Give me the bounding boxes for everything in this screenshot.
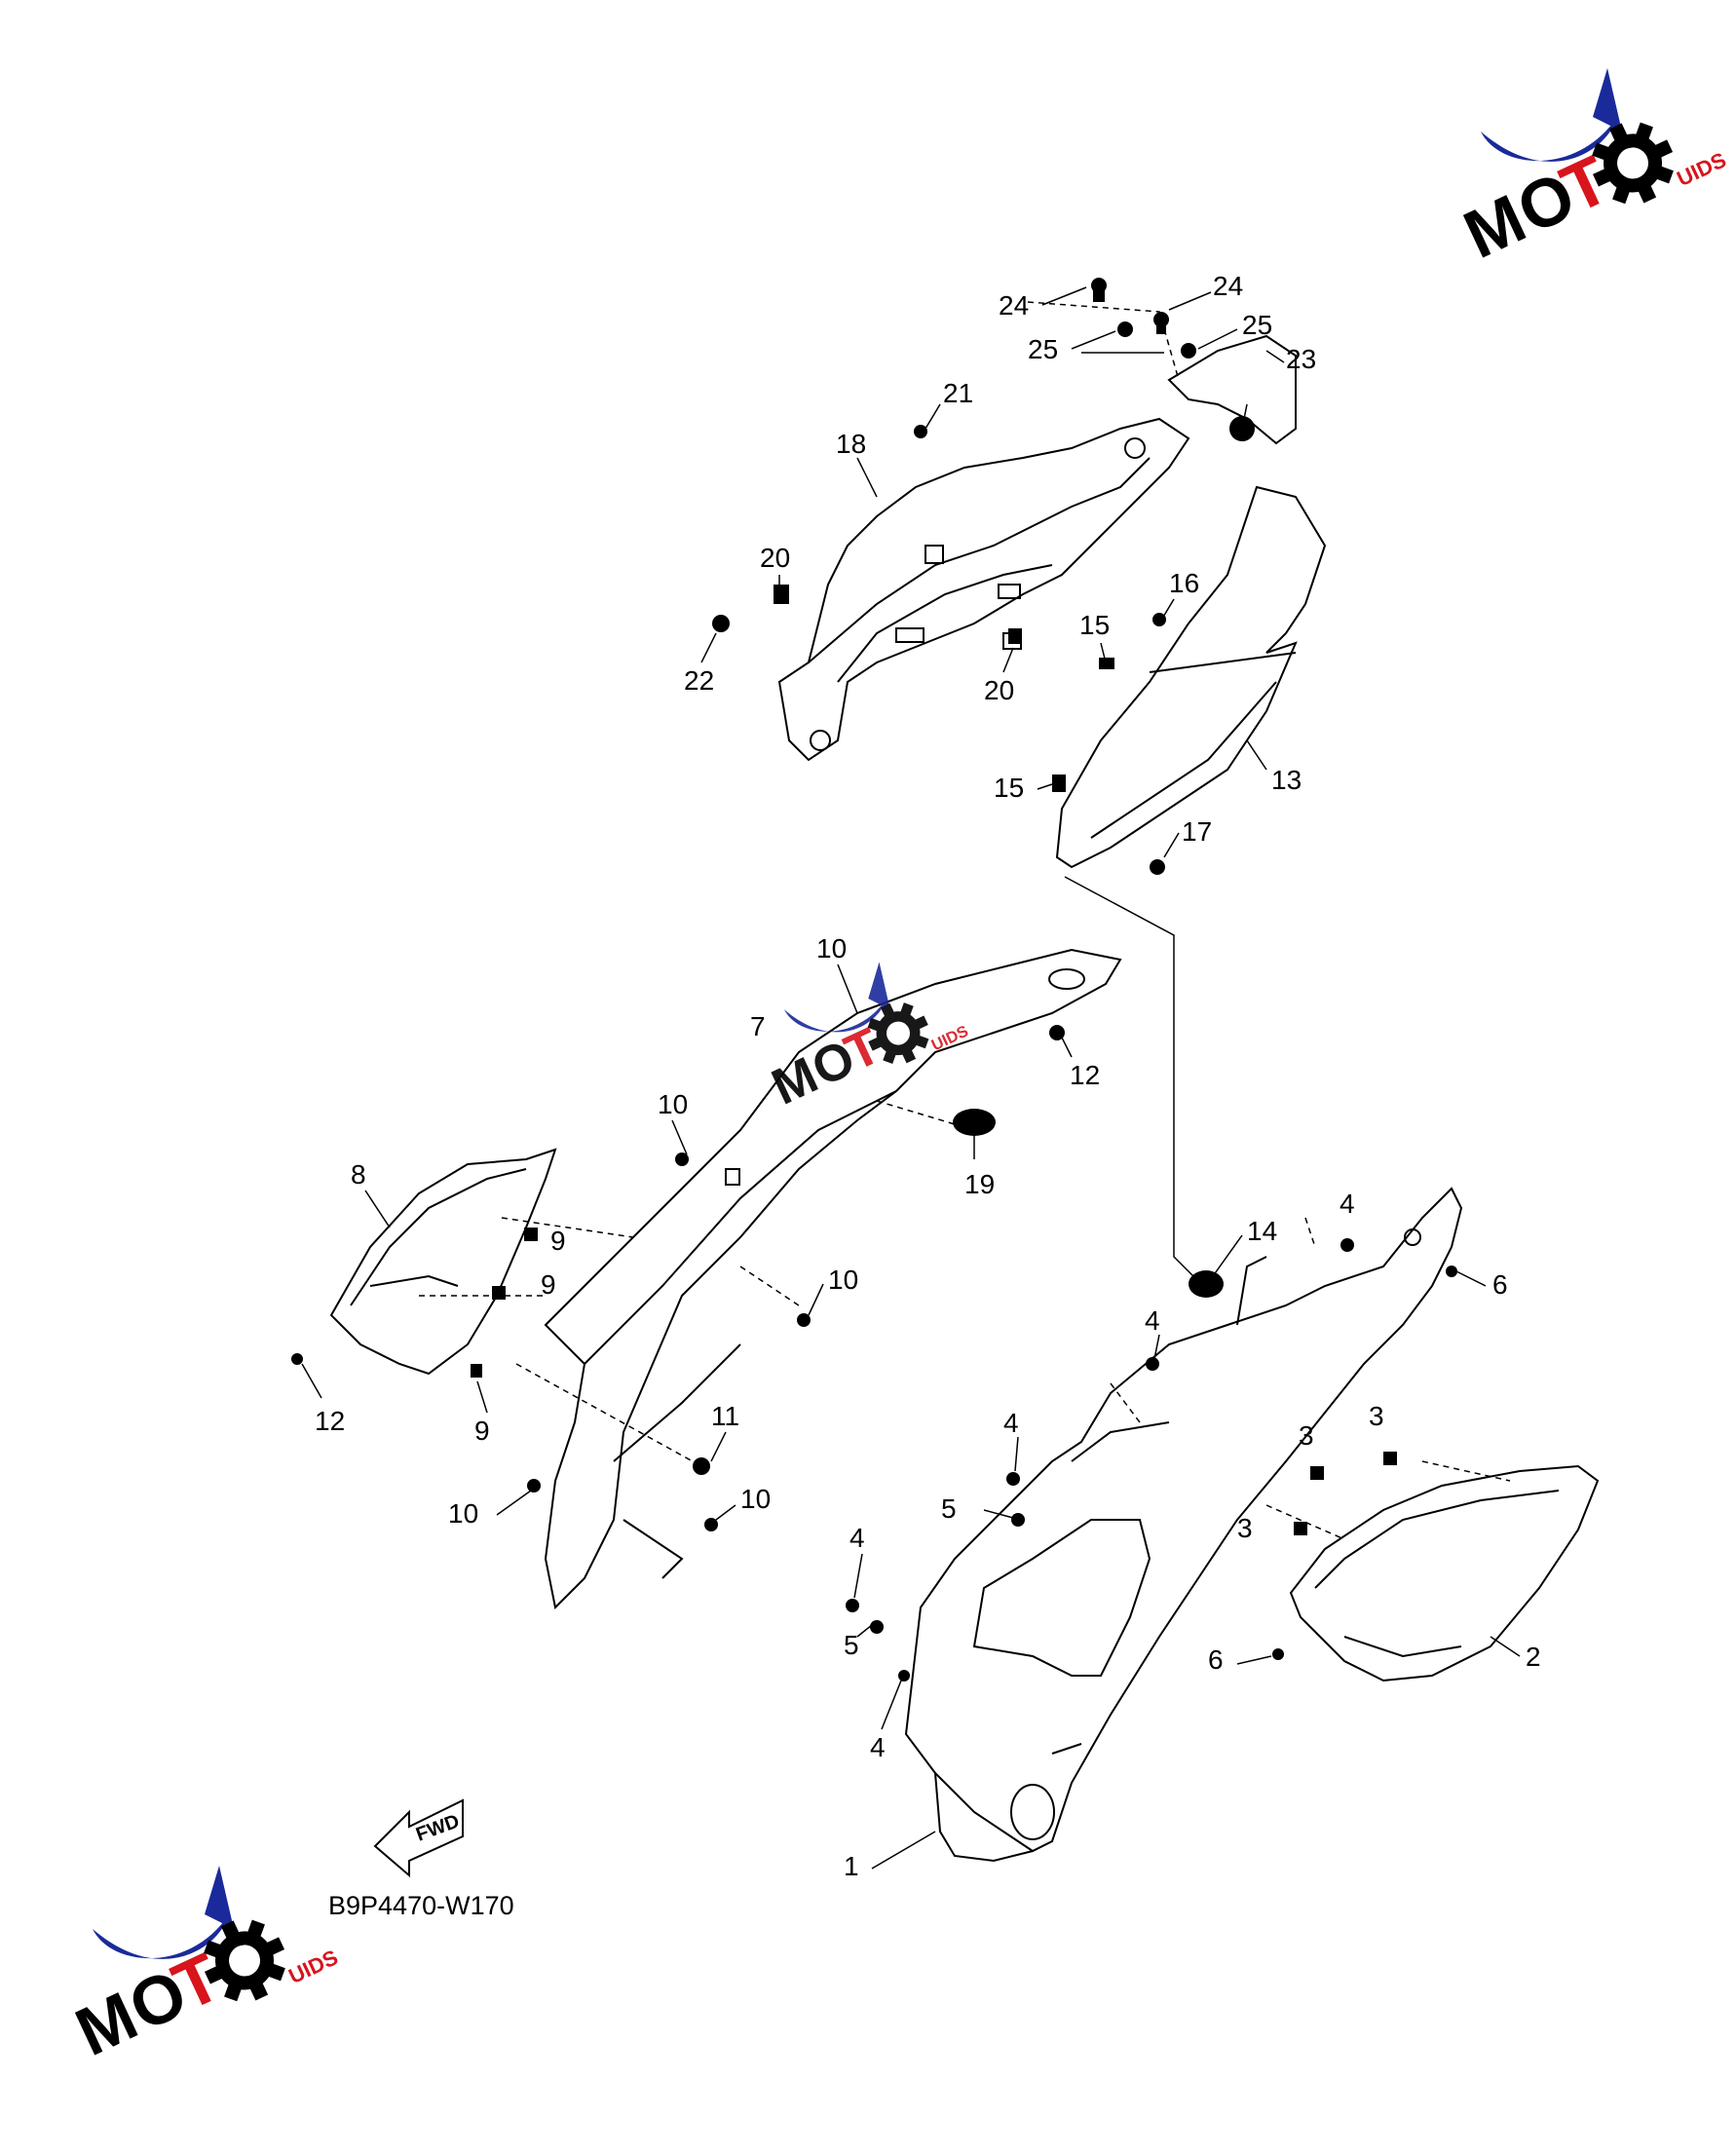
callout-5: 5 <box>844 1630 859 1660</box>
callout-1: 1 <box>844 1851 859 1881</box>
callout-4: 4 <box>1340 1189 1355 1219</box>
callout-22: 22 <box>684 665 714 696</box>
callout-15: 15 <box>994 773 1024 803</box>
part-7-frame-cover <box>544 948 1122 1610</box>
callout-14: 14 <box>1247 1216 1277 1246</box>
callout-21: 21 <box>943 378 973 408</box>
callout-7: 7 <box>750 1011 766 1041</box>
callout-17: 17 <box>1182 816 1212 847</box>
callout-10: 10 <box>816 933 847 964</box>
callout-12: 12 <box>1070 1060 1100 1090</box>
brand-logo-bottom: M O T UIDS <box>64 1866 342 2070</box>
callout-24: 24 <box>1213 271 1243 301</box>
callout-11: 11 <box>711 1401 739 1431</box>
brand-logo-watermark: M O T UIDS <box>764 962 971 1116</box>
callout-10: 10 <box>740 1484 771 1514</box>
callout-25: 25 <box>1028 334 1058 364</box>
part-13-side-cover <box>1055 485 1327 869</box>
callout-2: 2 <box>1526 1642 1541 1672</box>
callout-4: 4 <box>1145 1305 1160 1336</box>
leader-lines <box>419 301 1511 1540</box>
callout-24: 24 <box>999 290 1029 321</box>
part-18-rear-cowl <box>777 417 1190 762</box>
callout-8: 8 <box>351 1159 366 1190</box>
callout-3: 3 <box>1299 1420 1314 1451</box>
callout-20: 20 <box>984 675 1014 705</box>
callout-9: 9 <box>474 1416 490 1446</box>
callout-18: 18 <box>836 429 866 459</box>
part-1-lower-side-cover <box>904 1187 1463 1863</box>
callout-labels: 24 25 24 25 23 21 18 20 22 20 16 15 13 1… <box>315 271 1541 1881</box>
callout-9: 9 <box>541 1269 556 1300</box>
callout-10: 10 <box>658 1089 688 1119</box>
callout-4: 4 <box>870 1732 886 1762</box>
callout-23: 23 <box>1286 344 1316 374</box>
callout-4: 4 <box>1003 1408 1019 1438</box>
callout-25: 25 <box>1242 310 1272 340</box>
callout-20: 20 <box>760 543 790 573</box>
callout-4: 4 <box>849 1523 865 1553</box>
callout-leaders <box>301 286 1521 1870</box>
callout-3: 3 <box>1369 1401 1384 1431</box>
callout-6: 6 <box>1208 1644 1224 1675</box>
callout-19: 19 <box>964 1169 995 1199</box>
brand-logo-top: M O T UIDS <box>1453 68 1730 273</box>
callout-10: 10 <box>448 1498 478 1529</box>
callout-10: 10 <box>828 1265 858 1295</box>
callout-9: 9 <box>550 1226 566 1256</box>
part-2-side-panel <box>1289 1464 1600 1682</box>
fwd-arrow: FWD <box>373 1798 464 1878</box>
callout-12: 12 <box>315 1406 345 1436</box>
callout-13: 13 <box>1271 765 1302 795</box>
svg-text:UIDS: UIDS <box>284 1945 341 1988</box>
fasteners <box>291 278 1457 1682</box>
callout-5: 5 <box>941 1493 957 1524</box>
callout-6: 6 <box>1492 1269 1508 1300</box>
part-8-small-cover <box>329 1148 557 1376</box>
diagram-code: B9P4470-W170 <box>328 1891 514 1920</box>
callout-16: 16 <box>1169 568 1199 598</box>
svg-text:UIDS: UIDS <box>929 1022 971 1054</box>
svg-text:UIDS: UIDS <box>1673 147 1729 191</box>
callout-15: 15 <box>1079 610 1110 640</box>
callout-3: 3 <box>1237 1513 1253 1543</box>
